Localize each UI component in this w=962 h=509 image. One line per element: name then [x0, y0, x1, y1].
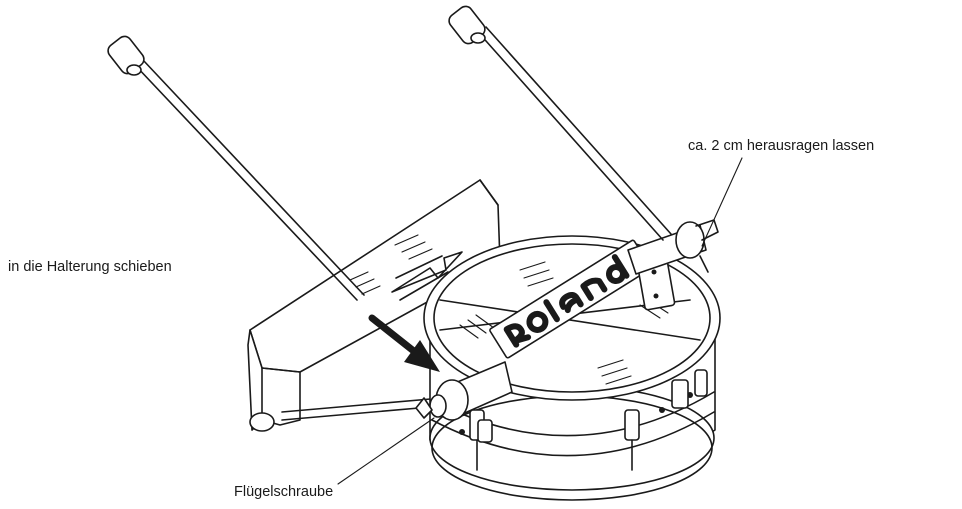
lower-rod: [249, 397, 443, 432]
right-rod: [448, 5, 672, 241]
wing-screw-label: Flügelschraube: [234, 484, 334, 500]
slide-direction-arrows: [391, 251, 463, 301]
insert-arrow: [368, 314, 440, 372]
drum-pad: [423, 235, 721, 501]
left-rod: [107, 35, 365, 301]
leader-line-wing-screw: [337, 417, 435, 485]
protrude-label: ca. 2 cm herausragen lassen: [688, 138, 875, 154]
slide-in-label: in die Halterung schieben: [8, 259, 172, 275]
leader-line-protrude: [701, 157, 743, 247]
logo-strip: [489, 239, 652, 359]
right-clamp: [627, 219, 719, 311]
left-clamp: [415, 361, 513, 443]
